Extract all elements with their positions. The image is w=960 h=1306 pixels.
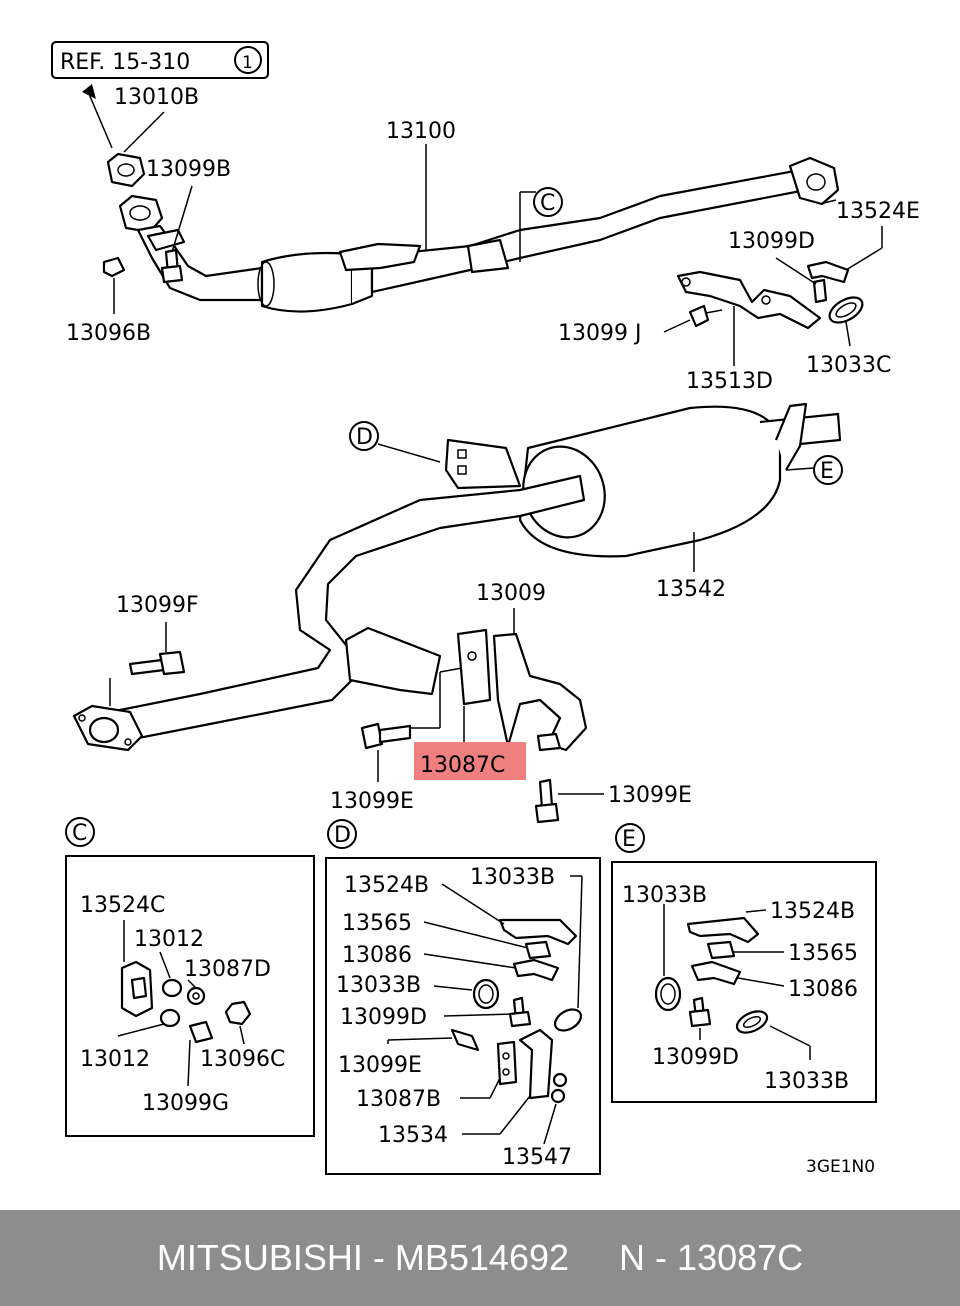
- label-13524E[interactable]: 13524E: [836, 199, 920, 224]
- highlight-13087C: [414, 742, 526, 780]
- nut-13096C[interactable]: [224, 1000, 252, 1026]
- detail-D-label-13033B[interactable]: 13033B: [336, 973, 421, 998]
- callout-C[interactable]: C: [533, 187, 563, 217]
- detail-C-label-13087D[interactable]: 13087D: [184, 957, 271, 982]
- bolt-13099D[interactable]: [812, 278, 828, 304]
- exhaust-parts-diagram: REF. 15-310 1: [51, 41, 920, 1177]
- washer-13547-lower[interactable]: [550, 1088, 566, 1104]
- detail-E-label-13565[interactable]: 13565: [788, 941, 858, 966]
- footer-dash-1: -: [372, 1237, 385, 1278]
- reference-text: REF. 15-310: [60, 50, 190, 75]
- nut-13096B[interactable]: [102, 256, 126, 278]
- bushing-13012-lower[interactable]: [159, 1008, 181, 1028]
- label-13100[interactable]: 13100: [386, 119, 456, 144]
- footer-part-code: 13087C: [677, 1237, 804, 1278]
- detail-E-title: E: [622, 827, 636, 852]
- detail-D-label-13524B[interactable]: 13524B: [344, 873, 429, 898]
- label-13009[interactable]: 13009: [476, 581, 546, 606]
- reference-circle-number: 1: [242, 53, 253, 73]
- ring-13033B-left[interactable]: [472, 978, 500, 1010]
- hanger-13524E[interactable]: [806, 260, 850, 284]
- ring-13033B-right[interactable]: [551, 1005, 584, 1035]
- detail-D-title: D: [334, 823, 351, 848]
- footer-bar: MITSUBISHI - MB514692 N - 13087C: [0, 1210, 960, 1306]
- washer-13547-upper[interactable]: [552, 1072, 568, 1088]
- label-13099F[interactable]: 13099F: [116, 593, 199, 618]
- label-13010B[interactable]: 13010B: [114, 85, 199, 110]
- callout-E[interactable]: E: [813, 455, 843, 485]
- rubber-13565[interactable]: [524, 940, 552, 960]
- detail-D-label-13099E[interactable]: 13099E: [338, 1053, 422, 1078]
- bolt-13099F[interactable]: [128, 658, 166, 676]
- footer-prefix: N: [619, 1237, 646, 1278]
- svg-text:E: E: [820, 459, 834, 484]
- bolt-13099E-left[interactable]: [360, 722, 384, 750]
- detail-D-label-13087B[interactable]: 13087B: [356, 1087, 441, 1112]
- detail-C: C 13524C 13012 13087D 13012 13096C 13099…: [65, 817, 315, 1137]
- hanger-13524B[interactable]: [498, 918, 578, 946]
- footer-brand: MITSUBISHI: [156, 1237, 363, 1278]
- gasket-13087C[interactable]: [456, 628, 492, 706]
- detail-D-label-13534[interactable]: 13534: [378, 1123, 448, 1148]
- detail-C-label-13012-upper[interactable]: 13012: [134, 927, 204, 952]
- callout-D[interactable]: D: [349, 421, 379, 451]
- bolt-13099E-detail[interactable]: [450, 1028, 480, 1052]
- bolt-13099G[interactable]: [188, 1020, 214, 1044]
- muffler-assembly: [72, 402, 842, 752]
- detail-C-label-13012-lower[interactable]: 13012: [80, 1047, 150, 1072]
- bushing-13012-upper[interactable]: [161, 978, 183, 998]
- label-13099E-left[interactable]: 13099E: [330, 789, 414, 814]
- rubber-13565-E[interactable]: [706, 940, 736, 960]
- detail-E-label-13099D[interactable]: 13099D: [652, 1045, 739, 1070]
- detail-D-label-13565[interactable]: 13565: [342, 911, 412, 936]
- detail-C-label-13524C[interactable]: 13524C: [80, 893, 165, 918]
- detail-D-label-13086[interactable]: 13086: [342, 943, 412, 968]
- label-13096B[interactable]: 13096B: [66, 321, 151, 346]
- plate-13087B[interactable]: [496, 1040, 518, 1086]
- label-13542[interactable]: 13542: [656, 577, 726, 602]
- footer-part-number: MB514692: [394, 1237, 570, 1278]
- bracket-13534[interactable]: [518, 1028, 554, 1100]
- detail-E-label-13086[interactable]: 13086: [788, 977, 858, 1002]
- detail-C-label-13096C[interactable]: 13096C: [200, 1047, 285, 1072]
- reference-box[interactable]: REF. 15-310 1: [51, 41, 269, 79]
- reference-arrow-icon: [82, 84, 96, 99]
- detail-D-label-13099D[interactable]: 13099D: [340, 1005, 427, 1030]
- detail-C-title: C: [72, 821, 87, 846]
- label-13033C[interactable]: 13033C: [806, 353, 891, 378]
- detail-C-label-13099G[interactable]: 13099G: [142, 1091, 229, 1116]
- hanger-13524B-E[interactable]: [686, 916, 760, 944]
- hanger-bracket-13513D[interactable]: [676, 270, 822, 330]
- detail-E-label-13033B-bottom[interactable]: 13033B: [764, 1069, 849, 1094]
- detail-E: E 13033B 13524B 13565 13086 13099D 13033…: [611, 823, 877, 1103]
- label-13099B[interactable]: 13099B: [146, 157, 231, 182]
- ring-13033B-E-left[interactable]: [654, 976, 682, 1012]
- ring-13033B-E-right[interactable]: [734, 1007, 771, 1037]
- label-13099J[interactable]: 13099 J: [558, 321, 641, 346]
- detail-D: D 13524B 13033B 13565 13086 13: [325, 819, 601, 1175]
- svg-text:D: D: [356, 425, 373, 450]
- label-13087C[interactable]: 13087C: [420, 753, 505, 778]
- hanger-strap-13009[interactable]: [492, 632, 588, 752]
- bracket-13086-E[interactable]: [690, 960, 742, 986]
- detail-D-label-13033B-top[interactable]: 13033B: [470, 865, 555, 890]
- washer-13087D[interactable]: [186, 986, 206, 1006]
- bolt-13099J[interactable]: [688, 304, 710, 328]
- label-13513D[interactable]: 13513D: [686, 369, 773, 394]
- svg-text:C: C: [540, 191, 555, 216]
- label-13099E-right[interactable]: 13099E: [608, 783, 692, 808]
- detail-E-label-13524B[interactable]: 13524B: [770, 899, 855, 924]
- footer-dash-2: -: [655, 1237, 668, 1278]
- detail-D-label-13547[interactable]: 13547: [502, 1145, 572, 1170]
- label-13099D[interactable]: 13099D: [728, 229, 815, 254]
- bracket-13086[interactable]: [512, 958, 560, 982]
- detail-E-label-13033B[interactable]: 13033B: [622, 883, 707, 908]
- diagram-code: 3GE1N0: [806, 1157, 875, 1177]
